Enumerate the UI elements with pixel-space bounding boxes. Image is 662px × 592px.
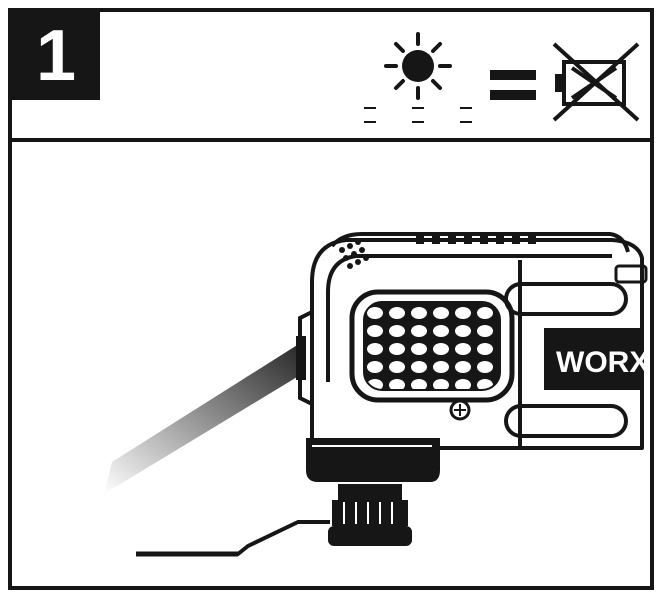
model-badge — [614, 264, 648, 284]
tool-head — [306, 438, 440, 482]
header-icons — [364, 32, 640, 123]
instruction-panel: 1 — [8, 8, 654, 590]
step-number: 1 — [35, 16, 77, 96]
panel-header: 1 — [12, 12, 650, 142]
step-badge: 1 — [12, 12, 100, 100]
sun-icon — [384, 32, 452, 100]
brand-plate: WORX — [544, 328, 649, 390]
switch-slot — [504, 260, 628, 448]
top-grip — [330, 232, 630, 269]
battery-crossed-icon — [552, 42, 640, 122]
tool-illustration: WORX — [104, 232, 649, 557]
blade-clamp — [328, 484, 412, 546]
equals-icon — [490, 70, 536, 100]
light-beam — [104, 342, 302, 494]
screw-icon — [449, 399, 471, 421]
tool-nose — [296, 310, 313, 406]
brand-logo: WORX — [556, 346, 649, 379]
saw-blade — [136, 520, 330, 557]
vent-panel — [349, 289, 515, 403]
dash-marks — [364, 107, 472, 123]
